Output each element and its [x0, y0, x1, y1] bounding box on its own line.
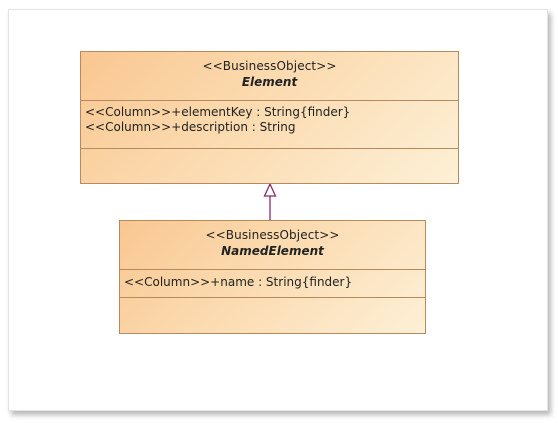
attribute-name: <<Column>>+name : String{finder}	[124, 275, 353, 289]
class-element-attributes: <<Column>>+elementKey : String{finder} <…	[81, 101, 458, 149]
class-element[interactable]: <<BusinessObject>> Element <<Column>>+el…	[80, 51, 459, 184]
attribute-element-key: <<Column>>+elementKey : String{finder}	[85, 105, 351, 119]
class-named-element-attributes: <<Column>>+name : String{finder}	[120, 270, 425, 298]
class-named-element-stereotype: <<BusinessObject>>	[205, 228, 340, 242]
class-element-stereotype: <<BusinessObject>>	[202, 59, 337, 73]
class-element-name: Element	[241, 75, 298, 89]
class-named-element-header: <<BusinessObject>> NamedElement	[120, 221, 425, 270]
class-element-header: <<BusinessObject>> Element	[81, 52, 458, 101]
class-named-element[interactable]: <<BusinessObject>> NamedElement <<Column…	[119, 220, 426, 334]
class-named-element-name: NamedElement	[221, 244, 324, 258]
attribute-description: <<Column>>+description : String	[85, 120, 296, 134]
